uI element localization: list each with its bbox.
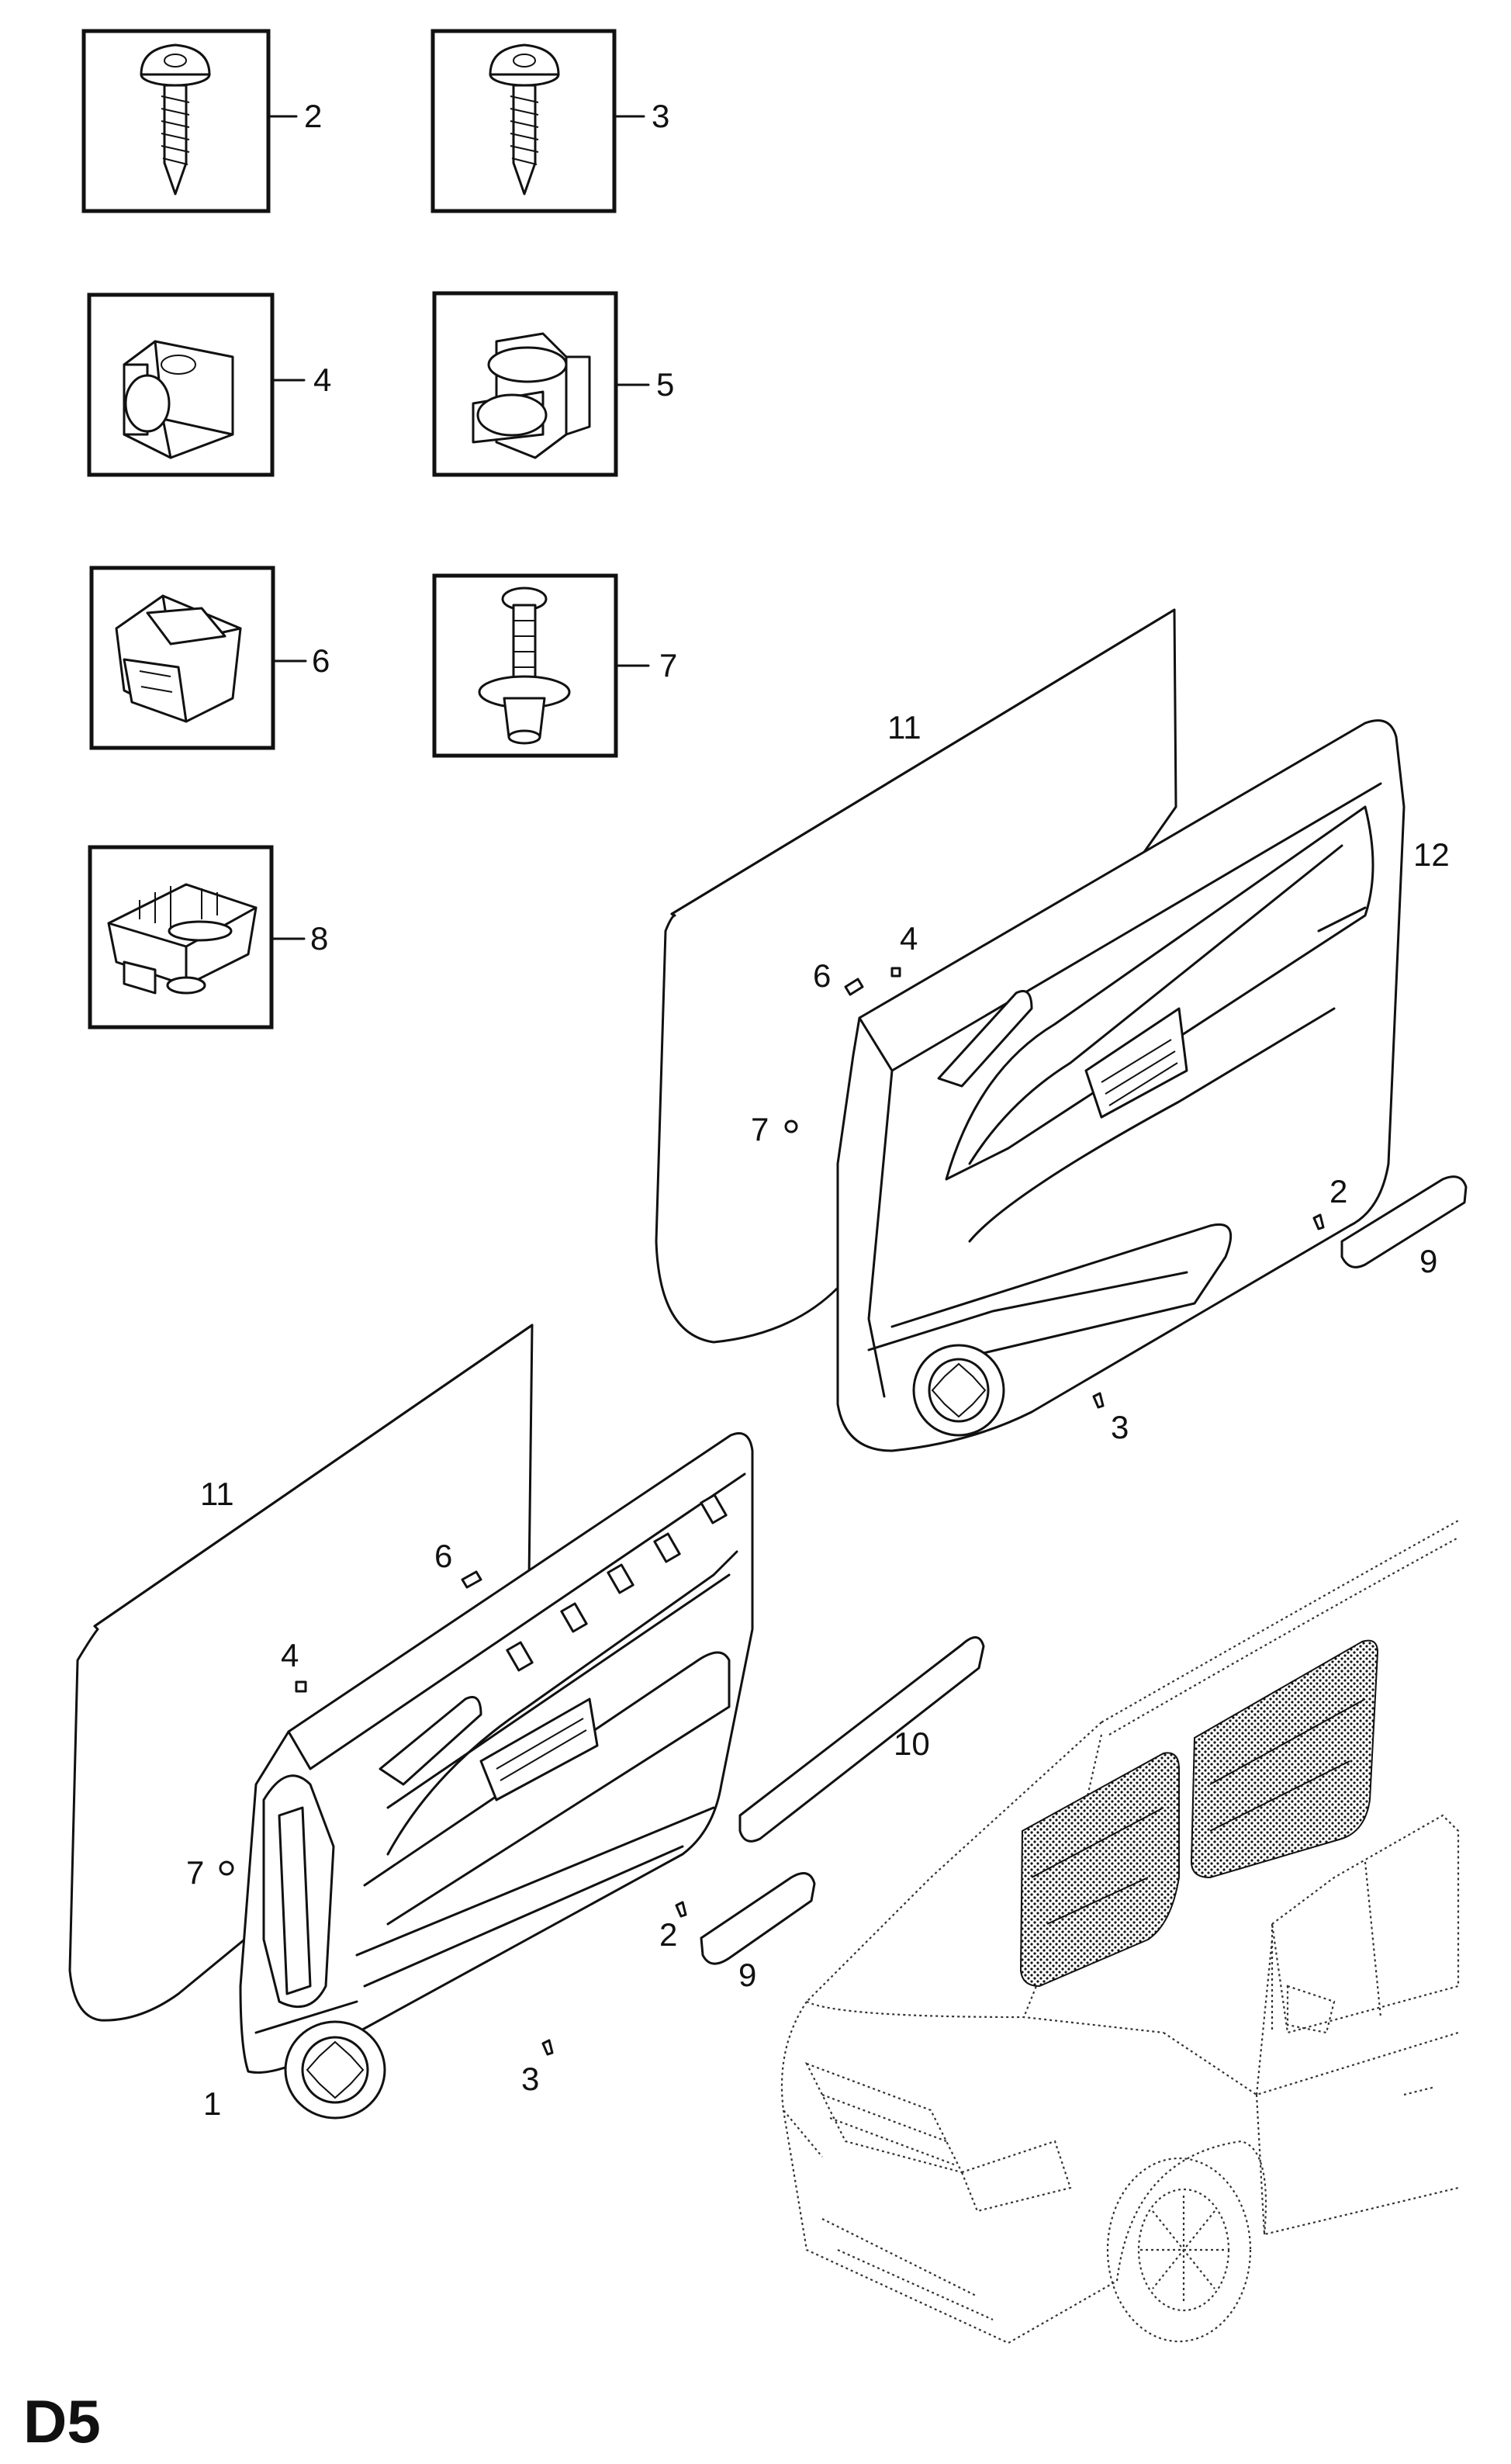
rear-door-assembly: 11 12 6 4 [655,608,1468,1452]
callout-front-2: 2 [659,1916,677,1953]
callout-front-4: 4 [281,1637,299,1673]
clip-icon [472,332,591,459]
screw-icon [140,43,211,196]
callout-rear-11: 11 [887,709,921,746]
callout-rear-6: 6 [813,957,831,994]
callout-rear-2: 2 [1329,1173,1347,1210]
clip-icon [890,967,901,978]
front-door-assembly: 11 1 6 [68,1324,985,2122]
callout-front-11: 11 [200,1476,234,1512]
part-box-4: 4 [87,292,331,477]
callout-rear-7: 7 [751,1111,769,1147]
clip-icon [295,1680,307,1693]
screw-icon [1092,1392,1105,1409]
clip-icon [107,883,258,995]
clip-icon [461,1570,482,1589]
page-code: D5 [23,2387,101,2455]
clip-icon [115,594,242,723]
highlighted-rear-door-panel [1190,1639,1379,1879]
screw-icon [675,1901,687,1918]
callout-4: 4 [313,362,331,398]
callout-rear-3: 3 [1111,1409,1129,1445]
screw-icon [1312,1213,1325,1230]
callout-3: 3 [652,98,669,134]
callout-front-3: 3 [521,2061,539,2097]
door-trim-panel-icon [239,1432,754,2120]
screw-icon [541,2039,554,2056]
callout-front-7: 7 [186,1854,204,1891]
screw-icon [489,43,560,196]
part-box-2: 2 [81,29,322,213]
callout-rear-12: 12 [1413,836,1450,873]
vapor-barrier-icon [68,1324,534,2022]
trim-strip-icon [700,1872,816,1965]
clip-icon [844,978,864,996]
push-pin-icon [219,1860,234,1876]
part-box-8: 8 [88,845,328,1030]
vapor-barrier-icon [655,608,1177,1344]
callout-rear-9: 9 [1419,1243,1437,1279]
clip-icon [123,340,234,459]
callout-front-6: 6 [434,1538,452,1574]
callout-rear-4: 4 [900,920,918,957]
callout-front-9: 9 [738,1957,756,1993]
callout-2: 2 [304,98,322,134]
highlighted-front-door-panel [1019,1752,1180,1988]
callout-front-10: 10 [894,1725,930,1762]
callout-5: 5 [656,366,674,403]
car-outline-icon [780,1520,1460,2345]
part-box-5: 5 [432,291,674,477]
part-box-6: 6 [89,566,330,750]
trim-strip-icon [1340,1175,1468,1268]
part-box-3: 3 [430,29,669,213]
callout-8: 8 [310,920,328,957]
push-pin-icon [478,587,571,745]
push-pin-icon [784,1120,798,1133]
trim-strip-icon [738,1636,985,1843]
callout-front-1: 1 [203,2085,221,2122]
callout-6: 6 [312,642,330,679]
callout-7: 7 [659,647,677,683]
part-box-7: 7 [432,573,677,758]
door-trim-panel-icon [836,719,1406,1452]
